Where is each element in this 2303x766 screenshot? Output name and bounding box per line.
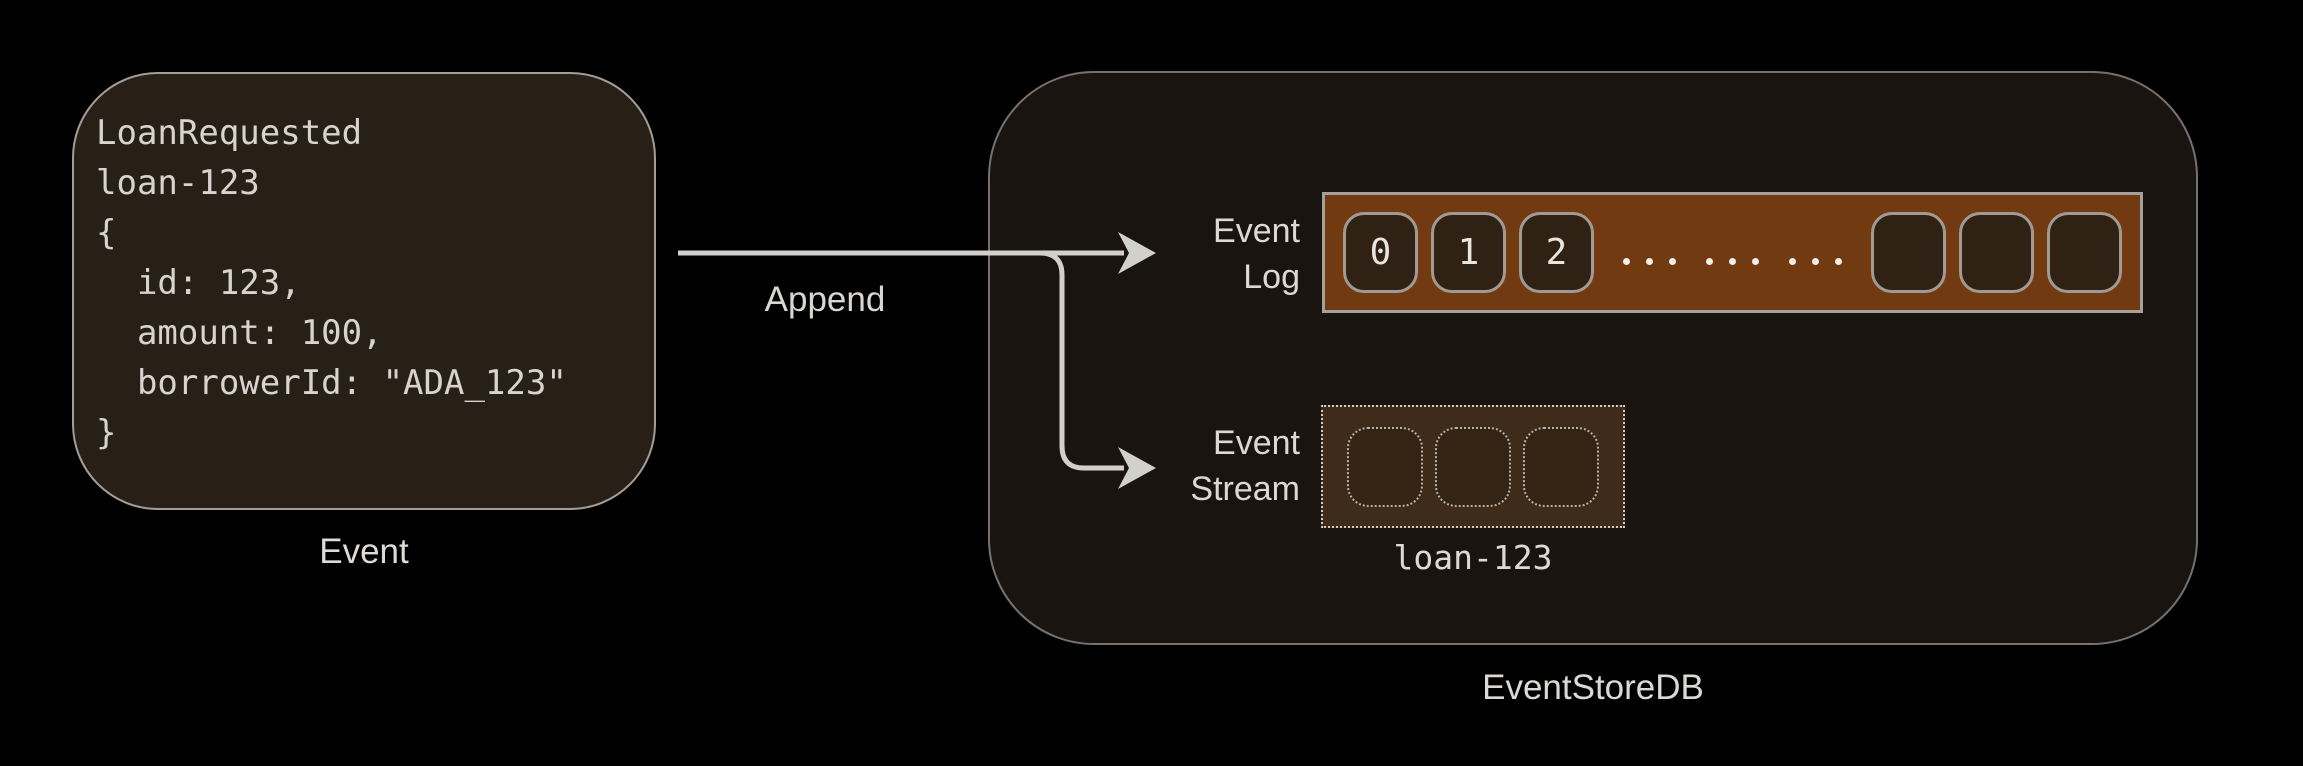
event-card: LoanRequested loan-123 { id: 123, amount… (72, 72, 656, 510)
dot-group (1789, 258, 1842, 265)
event-log-label-line1: Event (1213, 212, 1300, 250)
dot-icon (1669, 258, 1676, 265)
event-log-label-line2: Log (1243, 258, 1300, 296)
dot-icon (1812, 258, 1819, 265)
stream-cell-empty (1347, 426, 1423, 507)
dot-icon (1835, 258, 1842, 265)
stream-cell-empty (1435, 426, 1511, 507)
event-log-label: Event Log (1080, 208, 1300, 300)
event-stream-label-line1: Event (1213, 424, 1300, 462)
ellipsis-dots (1607, 258, 1858, 265)
log-cell-0: 0 (1343, 212, 1418, 293)
log-cell-empty (2047, 212, 2122, 293)
event-card-label: Event (319, 532, 409, 571)
log-cell-1: 1 (1431, 212, 1506, 293)
eventstoredb-container (988, 71, 2198, 645)
event-stream-box (1321, 405, 1625, 528)
log-cell-empty (1959, 212, 2034, 293)
dot-icon (1752, 258, 1759, 265)
append-label: Append (764, 280, 886, 319)
eventstoredb-label: EventStoreDB (1482, 668, 1704, 707)
stream-name-label: loan-123 (1393, 538, 1553, 577)
log-cell-empty (1871, 212, 1946, 293)
dot-group (1623, 258, 1676, 265)
dot-icon (1789, 258, 1796, 265)
dot-icon (1706, 258, 1713, 265)
stream-cell-empty (1523, 426, 1599, 507)
dot-icon (1729, 258, 1736, 265)
event-code: LoanRequested loan-123 { id: 123, amount… (96, 113, 567, 453)
dot-icon (1646, 258, 1653, 265)
dot-group (1706, 258, 1759, 265)
event-log-bar: 0 1 2 (1322, 192, 2143, 313)
event-stream-label: Event Stream (1080, 420, 1300, 512)
dot-icon (1623, 258, 1630, 265)
log-cell-2: 2 (1519, 212, 1594, 293)
event-stream-label-line2: Stream (1190, 470, 1300, 508)
